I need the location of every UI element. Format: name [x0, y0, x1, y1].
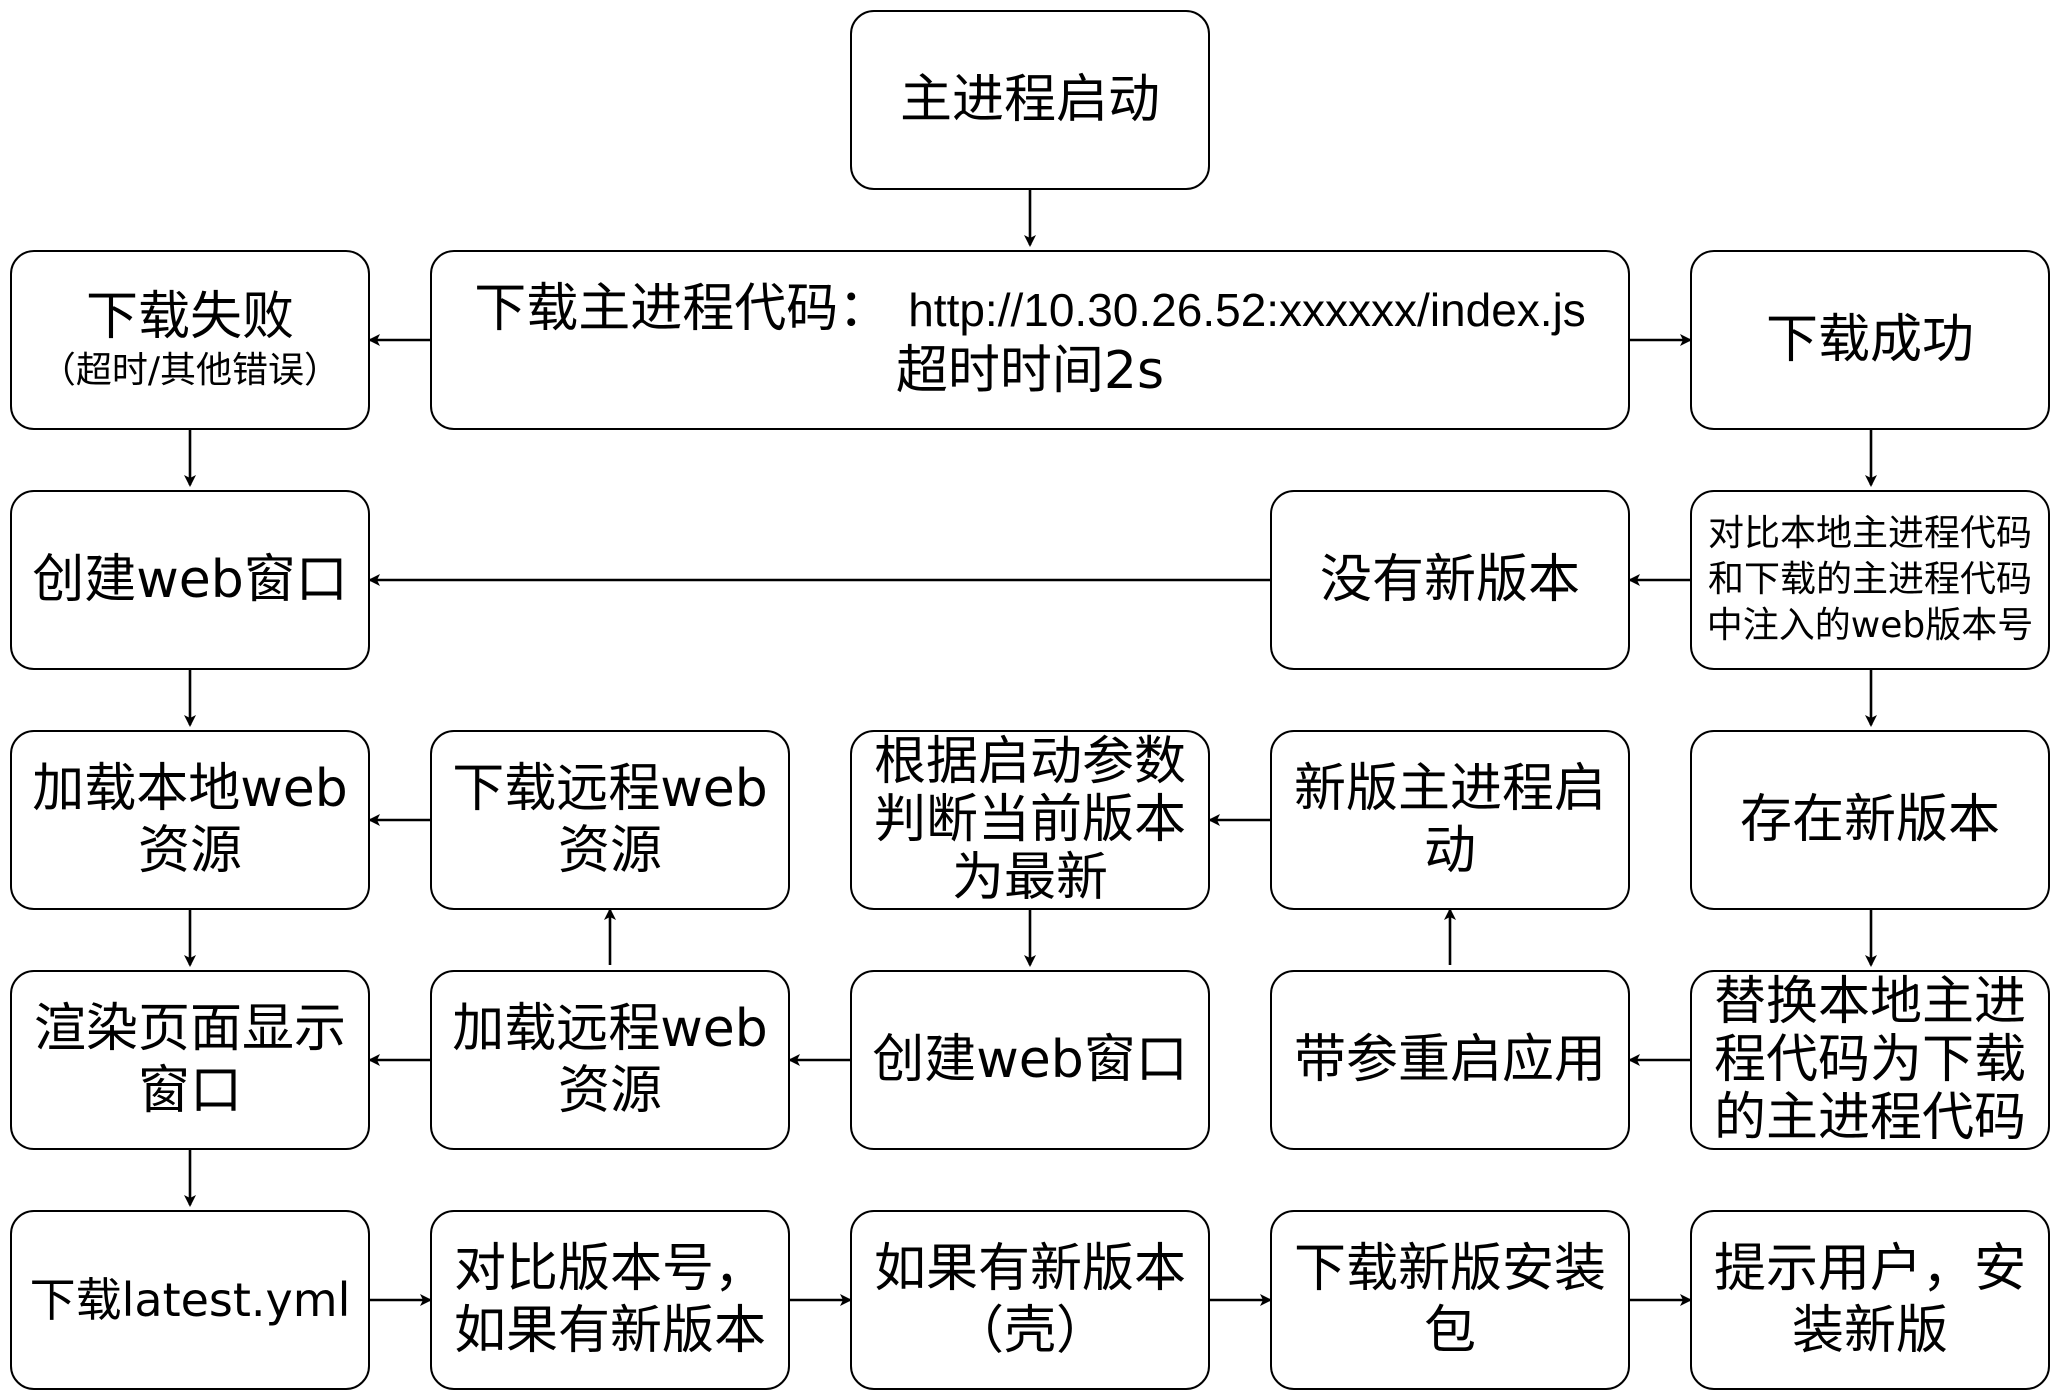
node-compare-web-version: 对比本地主进程代码 和下载的主进程代码 中注入的web版本号: [1690, 490, 2050, 670]
node-sublabel: （超时/其他错误）: [39, 350, 341, 391]
node-label: 根据启动参数 判断当前版本 为最新: [873, 732, 1186, 908]
node-download-installer: 下载新版安装 包: [1270, 1210, 1630, 1390]
node-compare-version-number: 对比版本号， 如果有新版本: [430, 1210, 790, 1390]
node-url: http://10.30.26.52:xxxxxx/index.js: [908, 284, 1586, 336]
node-replace-main-code: 替换本地主进 程代码为下载 的主进程代码: [1690, 970, 2050, 1150]
node-restart-with-params: 带参重启应用: [1270, 970, 1630, 1150]
node-label-row: 下载主进程代码： http://10.30.26.52:xxxxxx/index.…: [474, 278, 1586, 340]
node-label: 带参重启应用: [1293, 1030, 1606, 1090]
node-download-failed: 下载失败 （超时/其他错误）: [10, 250, 370, 430]
node-label: 下载远程web 资源: [452, 759, 768, 881]
node-label: 没有新版本: [1319, 550, 1580, 610]
node-label: 如果有新版本 （壳）: [873, 1239, 1186, 1361]
node-label: 下载新版安装 包: [1293, 1239, 1606, 1361]
node-has-new-version: 存在新版本: [1690, 730, 2050, 910]
node-label: 下载latest.yml: [29, 1273, 351, 1327]
node-label: 下载主进程代码：: [474, 279, 891, 339]
node-download-remote-web: 下载远程web 资源: [430, 730, 790, 910]
node-no-new-version: 没有新版本: [1270, 490, 1630, 670]
node-judge-latest-version: 根据启动参数 判断当前版本 为最新: [850, 730, 1210, 910]
node-prompt-user-install: 提示用户，安 装新版: [1690, 1210, 2050, 1390]
node-timeout: 超时时间2s: [895, 341, 1165, 401]
node-main-process-start: 主进程启动: [850, 10, 1210, 190]
node-label: 加载远程web 资源: [452, 999, 768, 1121]
node-label: 替换本地主进 程代码为下载 的主进程代码: [1713, 972, 2026, 1148]
node-load-remote-web: 加载远程web 资源: [430, 970, 790, 1150]
node-download-latest-yml: 下载latest.yml: [10, 1210, 370, 1390]
node-label: 加载本地web 资源: [32, 759, 348, 881]
node-label: 对比本地主进程代码 和下载的主进程代码 中注入的web版本号: [1706, 513, 2034, 646]
node-label: 下载失败: [85, 287, 294, 347]
node-label: 对比版本号， 如果有新版本: [453, 1239, 766, 1361]
node-download-main-code: 下载主进程代码： http://10.30.26.52:xxxxxx/index.…: [430, 250, 1630, 430]
node-label: 新版主进程启 动: [1293, 759, 1606, 881]
node-label: 提示用户，安 装新版: [1713, 1239, 2026, 1361]
node-label: 主进程启动: [899, 70, 1160, 130]
node-render-page-window: 渲染页面显示 窗口: [10, 970, 370, 1150]
node-label: 创建web窗口: [872, 1030, 1188, 1090]
node-create-web-window-left: 创建web窗口: [10, 490, 370, 670]
node-label: 下载成功: [1765, 310, 1974, 370]
node-label: 渲染页面显示 窗口: [33, 999, 346, 1121]
node-new-main-process-start: 新版主进程启 动: [1270, 730, 1630, 910]
node-label: 存在新版本: [1739, 790, 2000, 850]
node-load-local-web: 加载本地web 资源: [10, 730, 370, 910]
node-if-new-shell-version: 如果有新版本 （壳）: [850, 1210, 1210, 1390]
node-create-web-window-mid: 创建web窗口: [850, 970, 1210, 1150]
node-download-success: 下载成功: [1690, 250, 2050, 430]
node-label: 创建web窗口: [32, 550, 348, 610]
